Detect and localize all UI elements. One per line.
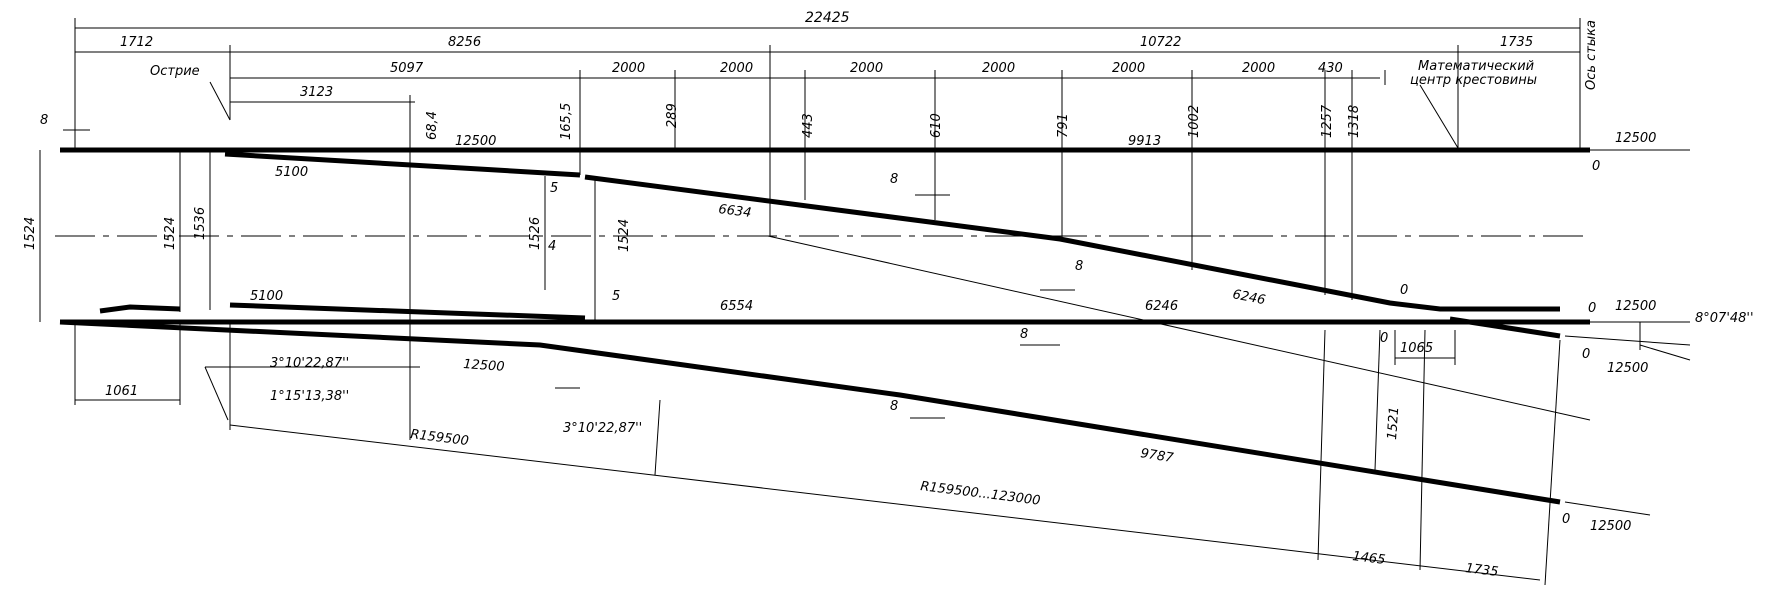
dim-2000-d: 2000 — [982, 61, 1015, 76]
label-math-center-2: центр крестовины — [1410, 73, 1537, 88]
dim-2000-a: 2000 — [612, 61, 645, 76]
label-joint-axis: Ось стыка — [1584, 20, 1599, 90]
end-12500-a: 12500 — [1615, 131, 1656, 146]
dim-8: 8 — [40, 113, 48, 128]
label-math-center-1: Математический — [1418, 59, 1534, 74]
rail-9913: 9913 — [1128, 134, 1161, 149]
rail-12500-top: 12500 — [455, 134, 496, 149]
label-ostrie: Острие — [150, 64, 200, 79]
dim-1318: 1318 — [1347, 105, 1362, 138]
end-12500-c: 12500 — [1607, 361, 1648, 376]
switch-blade-bottom — [229, 302, 586, 321]
dim-2000-f: 2000 — [1242, 61, 1275, 76]
frog-wing — [1449, 316, 1561, 339]
dim-1465: 1465 — [1352, 549, 1387, 568]
dim-8256: 8256 — [448, 35, 481, 50]
dim-791: 791 — [1056, 113, 1071, 138]
gap-8-d: 8 — [890, 399, 898, 414]
dim-610: 610 — [929, 113, 944, 138]
dim-430: 430 — [1318, 61, 1343, 76]
end-12500-d: 12500 — [1590, 519, 1631, 534]
dim-2000-c: 2000 — [850, 61, 883, 76]
angle-planing: 3°10'22,87'' — [270, 356, 349, 371]
end-12500-b: 12500 — [1615, 299, 1656, 314]
dim-2000-b: 2000 — [720, 61, 753, 76]
zero-e: 0 — [1400, 283, 1408, 298]
dim-1735-bottom: 1735 — [1465, 561, 1500, 580]
diverging-rail-upper — [584, 174, 1560, 312]
dim-289: 289 — [665, 103, 680, 128]
top-dimension-lines — [39, 18, 1691, 586]
rail-6634: 6634 — [718, 202, 753, 221]
dim-1735: 1735 — [1500, 35, 1533, 50]
wing-rail-left — [99, 304, 181, 314]
zero-c: 0 — [1582, 347, 1590, 362]
dim-443: 443 — [801, 113, 816, 138]
angle-frog: 8°07'48'' — [1695, 311, 1754, 326]
dim-165-5: 165,5 — [559, 103, 574, 140]
dim-1712: 1712 — [120, 35, 153, 50]
dim-1257: 1257 — [1320, 104, 1335, 138]
rail-6246-upper: 6246 — [1231, 287, 1266, 308]
gap-8-b: 8 — [1075, 259, 1083, 274]
rail-9787: 9787 — [1139, 446, 1175, 466]
gap-8-a: 8 — [890, 172, 898, 187]
rail-6246-mid: 6246 — [1145, 299, 1178, 314]
diverging-rail-lower — [59, 319, 1561, 505]
gauge-1524-c: 1524 — [617, 219, 632, 252]
gauge-1524-b: 1524 — [163, 217, 178, 250]
dim-5097: 5097 — [390, 61, 424, 76]
dim-total: 22425 — [805, 10, 850, 26]
gauge-1521: 1521 — [1385, 406, 1402, 440]
gauge-1526: 1526 — [528, 217, 543, 250]
zero-d: 0 — [1562, 512, 1570, 527]
dim-1002: 1002 — [1187, 105, 1202, 138]
angle-point: 1°15'13,38'' — [270, 389, 349, 404]
dim-1065: 1065 — [1400, 341, 1433, 356]
gap-4: 4 — [548, 239, 556, 254]
radius-2: R159500...123000 — [920, 479, 1042, 509]
zero-a: 0 — [1592, 159, 1600, 174]
gap-8-c: 8 — [1020, 327, 1028, 342]
rail-5100-bottom: 5100 — [250, 289, 283, 304]
dim-10722: 10722 — [1140, 35, 1181, 50]
dim-68-4: 68,4 — [425, 111, 440, 140]
radius-1: R159500 — [410, 427, 470, 449]
gap-5-a: 5 — [550, 181, 558, 196]
gap-5-b: 5 — [612, 289, 620, 304]
rail-12500-bottom: 12500 — [463, 357, 505, 375]
zero-b: 0 — [1588, 301, 1596, 316]
gauge-1536: 1536 — [193, 207, 208, 240]
rail-6554: 6554 — [720, 299, 753, 314]
dim-2000-e: 2000 — [1112, 61, 1145, 76]
zero-f: 0 — [1380, 331, 1388, 346]
gauge-1524-left: 1524 — [23, 217, 38, 250]
diverging-centerline — [767, 235, 1591, 421]
switch-blade-curved-top — [224, 151, 581, 178]
angle-planing-2: 3°10'22,87'' — [563, 421, 642, 436]
dim-1061: 1061 — [105, 384, 138, 399]
dim-3123: 3123 — [300, 85, 333, 100]
rail-5100-top: 5100 — [275, 165, 308, 180]
